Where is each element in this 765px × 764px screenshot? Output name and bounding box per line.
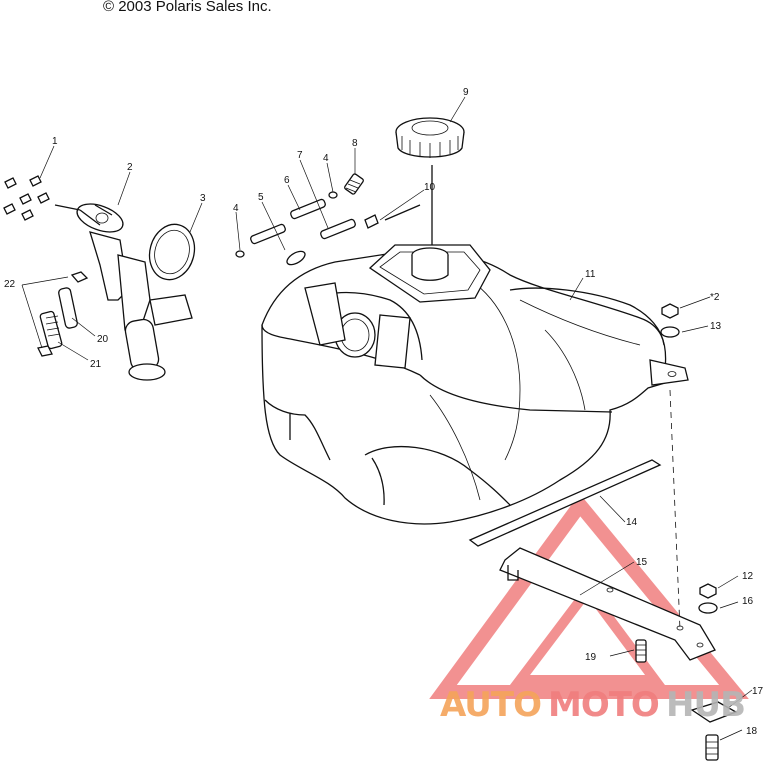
callout-1: 1 — [52, 136, 58, 147]
mounting-hardware — [468, 303, 738, 761]
fuel-cap — [395, 117, 465, 245]
callout-21: 21 — [90, 359, 102, 370]
watermark-part-3: HUB — [666, 685, 745, 725]
copyright-text: © 2003 Polaris Sales Inc. — [103, 0, 272, 15]
callout-16: 16 — [742, 596, 754, 607]
pump-screws — [3, 175, 81, 221]
hoses-fittings — [235, 173, 421, 266]
callout-14: 14 — [626, 517, 638, 528]
callout-19: 19 — [585, 652, 597, 663]
callout-10: 10 — [424, 182, 436, 193]
callout-11: 11 — [585, 269, 596, 280]
watermark-text: AUTO MOTO HUB — [440, 685, 746, 725]
callout-star-2: *2 — [710, 292, 720, 303]
callout-13: 13 — [710, 321, 722, 332]
watermark-logo — [429, 493, 749, 699]
fuel-pump-assembly — [3, 175, 196, 381]
callout-18: 18 — [746, 726, 758, 737]
callout-3: 3 — [200, 193, 206, 204]
leader-lines — [21, 96, 753, 741]
callout-22: 22 — [4, 279, 16, 290]
callout-8: 8 — [352, 138, 358, 149]
watermark-triangle-outer — [429, 493, 749, 699]
callout-4a: 4 — [233, 203, 239, 214]
watermark-part-2: MOTO — [548, 685, 659, 725]
callout-5: 5 — [258, 192, 264, 203]
callout-7: 7 — [297, 150, 303, 161]
fuel-tank — [261, 244, 689, 525]
watermark-part-1: AUTO — [440, 685, 541, 725]
callout-17: 17 — [752, 686, 764, 697]
callout-9: 9 — [463, 87, 469, 98]
callout-4b: 4 — [323, 153, 329, 164]
callout-2: 2 — [127, 162, 133, 173]
callout-6: 6 — [284, 175, 290, 186]
callout-labels: 1 2 3 4 4 5 6 7 8 9 10 11 *2 13 14 15 12… — [4, 87, 764, 737]
watermark-triangle-inner — [509, 581, 665, 685]
callout-12: 12 — [742, 571, 754, 582]
callout-20: 20 — [97, 334, 109, 345]
callout-15: 15 — [636, 557, 648, 568]
